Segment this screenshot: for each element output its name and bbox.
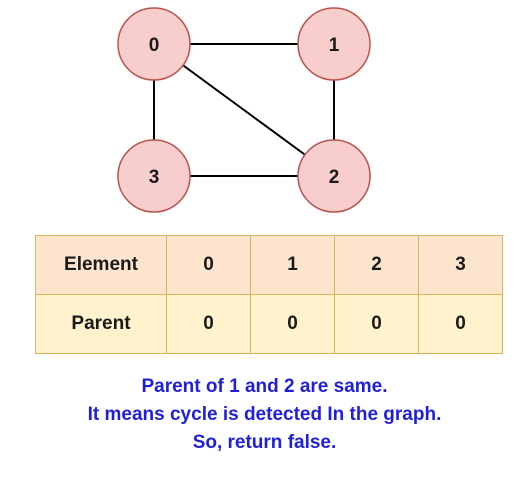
parent-cell-2: 0 [334,294,419,354]
element-cell-0: 0 [166,235,251,295]
node-1: 1 [297,7,371,81]
element-cell-1: 1 [250,235,335,295]
node-label-1: 1 [329,35,340,56]
node-circle-0 [117,7,191,81]
node-0: 0 [117,7,191,81]
node-3: 3 [117,139,191,213]
node-label-0: 0 [149,35,160,56]
nodes-layer: 0 1 2 3 [117,7,371,213]
element-row: Element 0 1 2 3 [35,235,503,295]
caption-line-3: So, return false. [192,432,337,453]
parent-row-label: Parent [35,294,167,354]
parent-cell-3: 0 [418,294,503,354]
union-find-table: Element 0 1 2 3 Parent 0 0 0 0 [35,235,503,354]
node-circle-1 [297,7,371,81]
node-circle-3 [117,139,191,213]
edge-0-2 [153,43,335,177]
node-circle-2 [297,139,371,213]
parent-cell-0: 0 [166,294,251,354]
parent-row: Parent 0 0 0 0 [35,294,503,354]
element-cell-2: 2 [334,235,419,295]
caption-line-2: It means cycle is detected In the graph. [87,404,442,425]
caption-line-1: Parent of 1 and 2 are same. [141,376,388,397]
node-2: 2 [297,139,371,213]
node-label-3: 3 [149,167,160,188]
node-label-2: 2 [329,167,340,188]
element-cell-3: 3 [418,235,503,295]
caption: Parent of 1 and 2 are same. It means cyc… [0,373,529,457]
graph-diagram: 0 1 2 3 [117,7,371,213]
element-row-label: Element [35,235,167,295]
parent-cell-1: 0 [250,294,335,354]
